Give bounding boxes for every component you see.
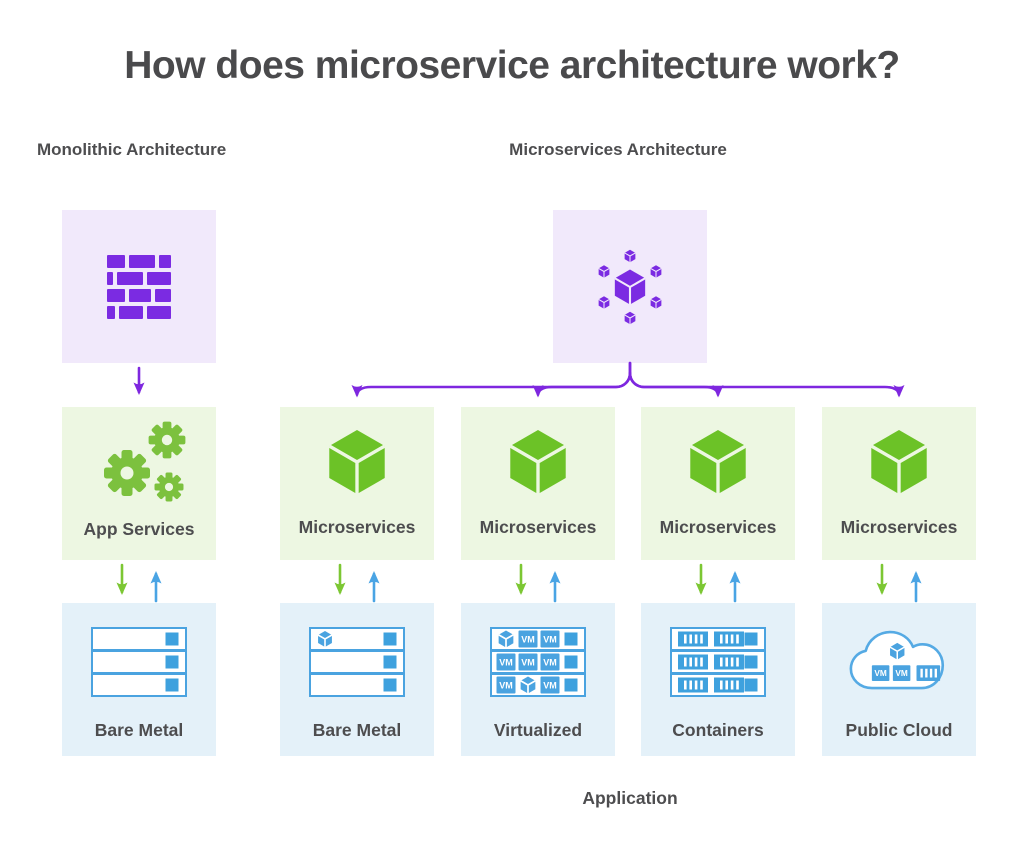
server-rack-icon [280,603,434,720]
app-services-label: App Services [83,519,195,539]
fork-arrow-right-inner [628,371,724,398]
fork-arrow-right-outer [628,361,905,398]
microservices-hub-node [553,210,707,363]
cube-icon [822,407,976,517]
infra-label: Public Cloud [845,720,953,740]
cube-icon [280,407,434,517]
svg-text:VM: VM [543,657,557,667]
infra-label: Bare Metal [312,720,402,740]
svg-text:VM: VM [521,634,535,644]
svg-text:VM: VM [543,680,557,690]
svg-text:VM: VM [499,657,513,667]
bare-metal-node-monolith: Bare Metal [62,603,216,756]
microservices-label: Microservices [298,517,416,537]
fork-arrow-left-outer [351,361,632,398]
bare-metal-node: Bare Metal [280,603,434,756]
bare-metal-label: Bare Metal [94,720,184,740]
public-cloud-node: VM VM Public Cloud [822,603,976,756]
svg-text:VM: VM [874,668,887,678]
microservice-node-3: Microservices [641,407,795,560]
fork-arrow-left-inner [532,371,632,398]
microservices-heading: Microservices Architecture [509,140,727,159]
monolithic-heading: Monolithic Architecture [37,140,227,159]
brick-wall-icon [107,254,171,319]
cloud-icon: VM VM [822,603,976,720]
microservice-node-2: Microservices [461,407,615,560]
container-server-rack-icon [641,603,795,720]
infra-label: Virtualized [493,720,583,740]
vm-server-rack-icon: VM VM VM VM VM VM VM [461,603,615,720]
gears-icon [62,407,216,519]
monolith-node [62,210,216,363]
microservices-label: Microservices [840,517,958,537]
app-services-node: App Services [62,407,216,560]
infra-label: Containers [672,720,764,740]
svg-text:VM: VM [521,657,535,667]
microservices-label: Microservices [479,517,597,537]
cube-icon [461,407,615,517]
cube-cluster-icon [584,241,676,333]
cube-icon [641,407,795,517]
microservice-node-1: Microservices [280,407,434,560]
application-label: Application [582,788,678,808]
virtualized-node: VM VM VM VM VM VM VM Virtualized [461,603,615,756]
svg-text:VM: VM [895,668,908,678]
svg-text:VM: VM [543,634,557,644]
page-title: How does microservice architecture work? [124,44,900,87]
server-rack-icon [62,603,216,720]
microservices-label: Microservices [659,517,777,537]
svg-text:VM: VM [499,680,513,690]
containers-node: Containers [641,603,795,756]
microservice-node-4: Microservices [822,407,976,560]
